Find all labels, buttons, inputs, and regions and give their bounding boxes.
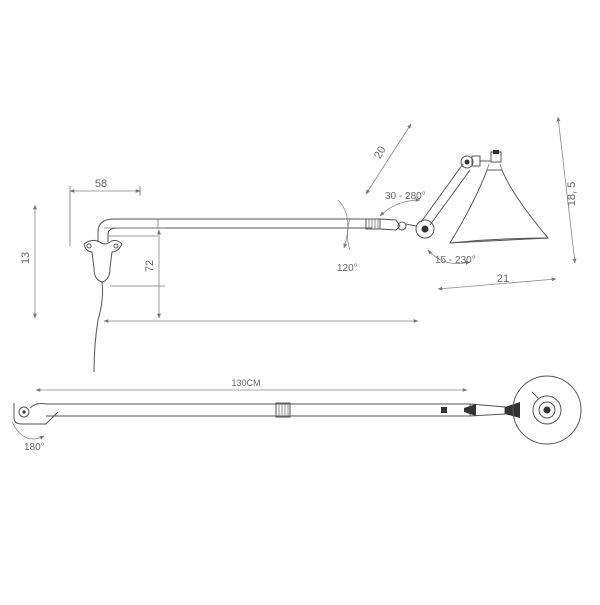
dimension-18-5: 18, 5 bbox=[556, 116, 578, 264]
power-cable bbox=[93, 281, 103, 373]
dimension-58: 58 bbox=[69, 178, 141, 246]
rotation-180-label: 180° bbox=[24, 442, 45, 453]
dimension-18-5-label: 18, 5 bbox=[566, 182, 578, 206]
wall-mount-top bbox=[13, 403, 59, 425]
rotation-120: 120° bbox=[337, 199, 358, 274]
rotation-180: 180° bbox=[11, 421, 45, 453]
dimension-13: 13 bbox=[20, 204, 37, 319]
dimension-13-label: 13 bbox=[20, 252, 32, 264]
dimension-72: 72 bbox=[104, 227, 165, 319]
dimension-20: 20 bbox=[365, 123, 412, 195]
side-view: 58 13 72 bbox=[20, 116, 578, 373]
lamp-arm-top bbox=[46, 402, 470, 418]
dimension-21: 21 bbox=[437, 273, 557, 291]
angle-15-230-label: 15 - 230° bbox=[435, 255, 476, 266]
lamp-arm bbox=[97, 218, 372, 242]
angle-30-280: 30 - 280° bbox=[379, 191, 426, 217]
shade-top bbox=[464, 375, 582, 445]
wall-bracket bbox=[83, 239, 123, 283]
dimension-21-label: 21 bbox=[497, 273, 509, 285]
elbow-joint bbox=[379, 218, 435, 239]
angle-30-280-label: 30 - 280° bbox=[385, 191, 426, 202]
dimension-58-label: 58 bbox=[95, 178, 107, 190]
angle-15-230: 15 - 230° bbox=[427, 249, 476, 266]
dimension-130cm-label: 130CM bbox=[231, 378, 260, 388]
dimension-72-label: 72 bbox=[144, 260, 156, 272]
dimension-130cm: 130CM bbox=[35, 378, 468, 392]
shade-arm bbox=[420, 150, 502, 226]
top-view: 130CM 180° bbox=[11, 375, 582, 453]
rotation-120-label: 120° bbox=[337, 263, 358, 274]
dimension-20-label: 20 bbox=[372, 144, 388, 160]
conical-shade bbox=[449, 163, 550, 244]
